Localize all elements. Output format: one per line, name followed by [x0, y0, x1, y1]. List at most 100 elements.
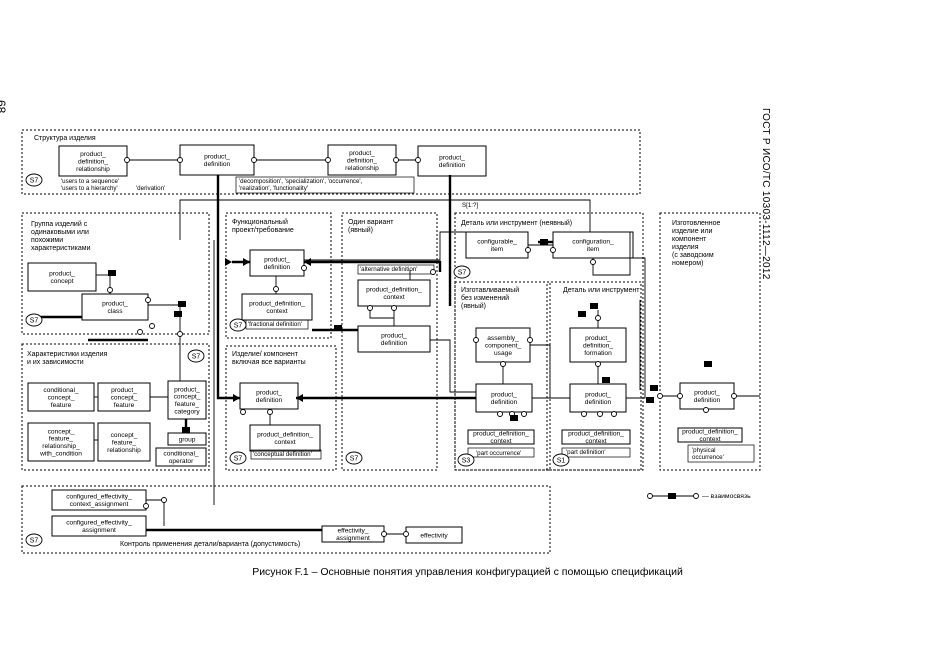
badge-label: S7: [30, 318, 39, 325]
entity-label: product_: [256, 390, 282, 397]
annotation-text: 'users to a sequence': [61, 178, 119, 185]
connector-endpoint: [521, 411, 527, 417]
badge-label: S3: [462, 458, 471, 465]
region-title: похожими: [31, 237, 63, 244]
relationship-marker: [182, 427, 190, 433]
entity-label: concept_: [111, 394, 138, 401]
region-title: и их зависимости: [27, 359, 84, 366]
arrow-head: [243, 258, 250, 266]
region-title: без изменений: [461, 294, 509, 302]
entity-label: group: [179, 436, 196, 443]
region-frame: [659, 212, 761, 471]
badge: [25, 533, 43, 547]
entity-label: product_: [174, 386, 200, 393]
annotation-text: occurrence': [692, 454, 724, 461]
relationship-marker: [650, 385, 658, 391]
arrow-head: [296, 394, 303, 402]
entity-label: class: [107, 308, 123, 315]
region-frame: [21, 485, 551, 554]
entity-label: concept_: [48, 394, 75, 401]
entity-label: product_: [102, 301, 128, 308]
region-title: Один вариант: [348, 219, 394, 226]
entity-label: product_: [264, 257, 290, 264]
entity-label: definition: [381, 340, 408, 347]
entity-label: definition_: [347, 157, 377, 164]
badge: [187, 349, 205, 363]
relationship-marker: [174, 311, 182, 317]
entity-label: feature: [51, 402, 72, 409]
entity-label: product_: [585, 392, 611, 399]
entity-box: [27, 262, 97, 292]
connector-endpoint: [391, 305, 397, 311]
annotation-text: 'alternative definition': [360, 266, 417, 273]
entity-box: [569, 383, 627, 413]
entity-label: definition: [585, 399, 612, 406]
connector-endpoint: [403, 531, 409, 537]
relationship-marker: [646, 397, 654, 403]
connector-line: [179, 199, 591, 240]
relationship-marker: [704, 361, 712, 367]
region-frame: [225, 345, 337, 471]
connector-line-bold: [304, 260, 442, 272]
entity-label: product_definition_: [249, 301, 305, 308]
entity-label: context: [383, 294, 404, 301]
entity-label: usage: [494, 350, 512, 357]
entity-label: product_definition_: [568, 431, 624, 438]
connector-endpoint: [301, 265, 307, 271]
entity-label: conditional_: [43, 387, 79, 394]
connector-line: [530, 344, 570, 399]
entity-label: relationship: [345, 165, 379, 172]
entity-label: product_: [491, 392, 517, 399]
legend-label: — взаимосвязь: [702, 493, 751, 500]
region-title: Структура изделия: [34, 135, 96, 142]
region-title: включая все варианты: [232, 359, 306, 366]
entity-label: product_: [585, 335, 611, 342]
entity-label: conditional_: [163, 451, 199, 458]
entity-label: context: [274, 439, 295, 446]
connector-endpoint: [597, 411, 603, 417]
entity-label: definition: [204, 161, 231, 168]
badge: [552, 453, 570, 467]
region-title: Функциональный: [232, 218, 288, 226]
entity-label: concept_: [111, 432, 138, 439]
connector-endpoint: [677, 393, 683, 399]
entity-box: [569, 327, 627, 363]
relationship-marker: [578, 311, 586, 317]
region-title: Характеристики изделия: [27, 351, 108, 358]
entity-label: formation: [584, 350, 612, 357]
connector-line: [304, 231, 466, 261]
badge: [229, 451, 247, 465]
badge-label: S7: [234, 323, 243, 330]
annotation-text: 'part occurrence': [476, 450, 521, 457]
entity-label: concept_: [174, 394, 201, 401]
region-title: компонент: [672, 236, 707, 243]
badge-label: S7: [30, 538, 39, 545]
entity-label: definition: [256, 397, 283, 404]
connector-endpoint: [161, 497, 167, 503]
badge-label: S7: [234, 456, 243, 463]
badge-label: S1: [557, 458, 566, 465]
annotation-text: 'realization', 'functionality': [239, 185, 308, 192]
relationship-marker: [108, 270, 116, 276]
connector-endpoint: [497, 411, 503, 417]
entity-label: context: [585, 438, 606, 445]
relationship-marker: [590, 303, 598, 309]
connector-endpoint: [703, 407, 709, 413]
region-title: Деталь или инструмент (неявный): [461, 219, 572, 227]
badge: [25, 313, 43, 327]
legend-endpoint: [647, 493, 653, 499]
entity-label: product_definition_: [473, 431, 529, 438]
legend-marker: [668, 493, 676, 499]
annotation-frame: [467, 447, 535, 458]
region-frame: [21, 129, 641, 195]
annotation-frame: [561, 447, 631, 458]
annotation-frame: [235, 176, 415, 194]
connector-endpoint: [550, 247, 556, 253]
entity-label: product_: [694, 390, 720, 397]
connector-endpoint: [473, 337, 479, 343]
arrow-head: [233, 394, 240, 402]
entity-box: [81, 293, 149, 321]
entity-label: context: [490, 438, 511, 445]
badge: [457, 453, 475, 467]
